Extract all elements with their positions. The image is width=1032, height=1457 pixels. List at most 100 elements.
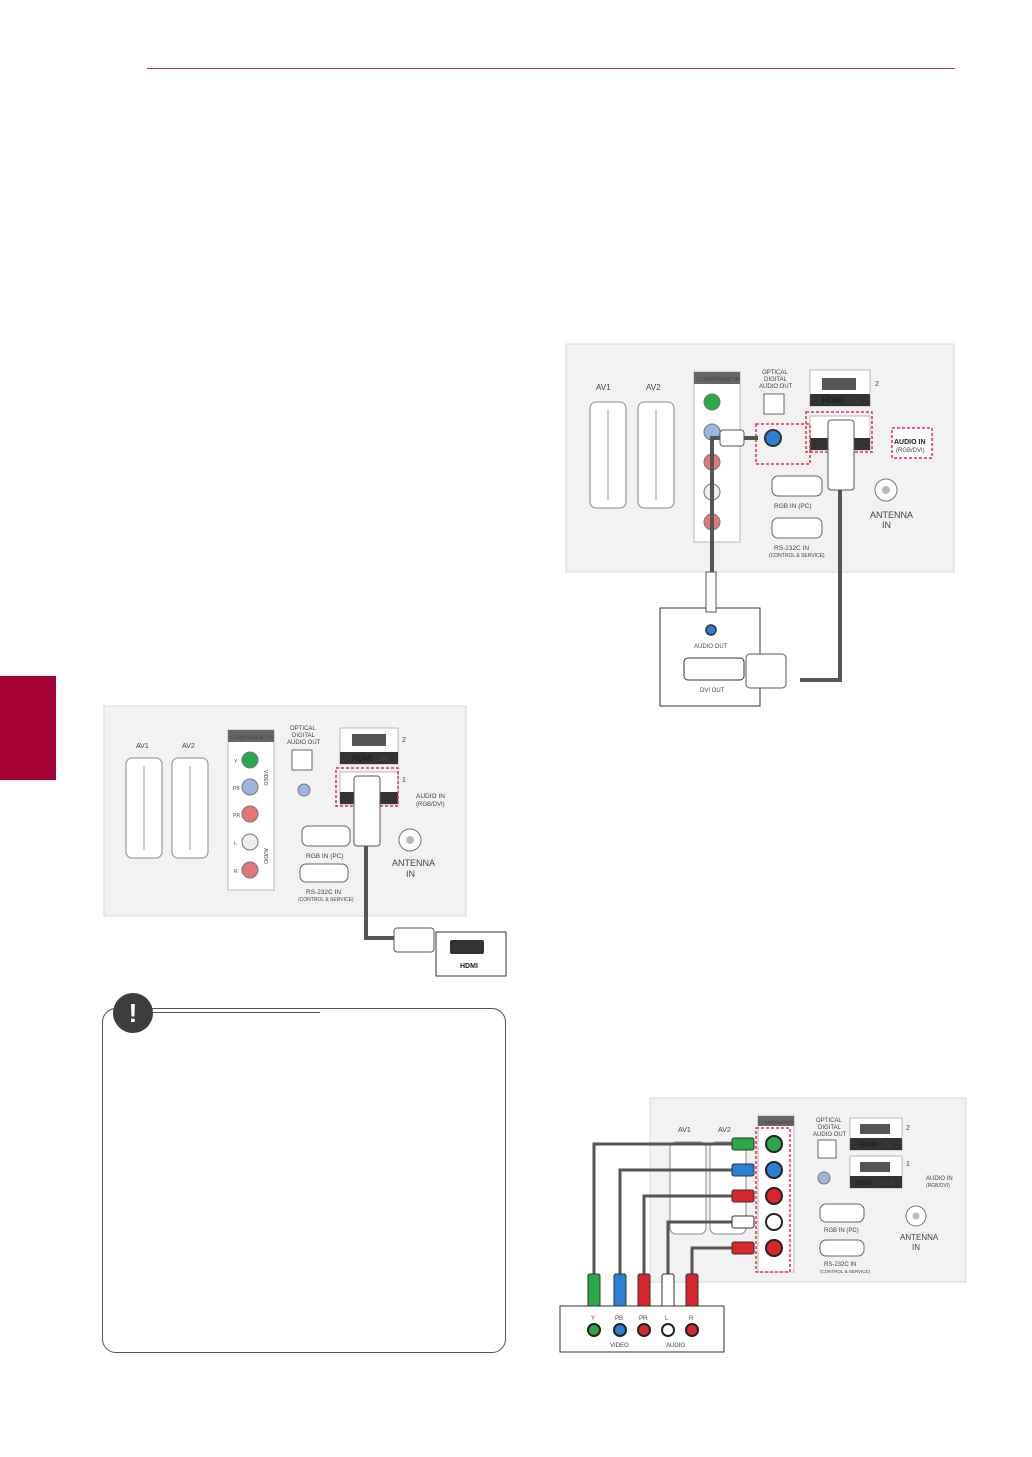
antenna-label-2: IN xyxy=(882,520,891,530)
optical-port xyxy=(763,393,785,415)
header-rule xyxy=(147,68,955,69)
device-y-jack xyxy=(587,1323,601,1337)
device-pb-jack xyxy=(613,1323,627,1337)
video-bracket-label: VIDEO xyxy=(262,770,268,786)
component-connection-diagram: AV1 AV2 COMPONENT IN OPTICAL DIGITAL AUD… xyxy=(559,1097,967,1353)
audio-in-jack xyxy=(297,783,311,797)
pr-jack xyxy=(241,805,259,823)
component-in-label: COMPONENT IN xyxy=(759,1120,794,1125)
dvi-out-label: DVI OUT xyxy=(700,688,725,694)
pr-cable xyxy=(642,1194,754,1274)
tv-back-panel xyxy=(565,343,955,573)
pr-plug-tv xyxy=(731,1189,755,1203)
optical-label-3: AUDIO OUT xyxy=(287,740,321,746)
rs232-sub-label: (CONTROL & SERVICE) xyxy=(298,897,354,903)
rgb-in-label: RGB IN (PC) xyxy=(824,1228,859,1234)
audio-in-label: AUDIO IN xyxy=(926,1176,953,1182)
y-jack xyxy=(703,393,721,411)
hdmi-connection-diagram: AV1 AV2 COMPONENT IN Y PB PR L R VIDEO A… xyxy=(103,705,507,977)
hdmi-logo: HDMI xyxy=(352,754,372,763)
antenna-label-2: IN xyxy=(912,1243,920,1252)
l-cable xyxy=(666,1220,754,1274)
pb-cable xyxy=(618,1168,754,1274)
optical-label-2: DIGITAL xyxy=(292,733,316,739)
pr-label: PR xyxy=(233,813,240,819)
hdmi-port-1-number: 1 xyxy=(906,1161,910,1168)
audio-in-sub-label: (RGB/DVI) xyxy=(416,802,445,808)
av1-label: AV1 xyxy=(596,383,611,392)
pr-jack xyxy=(765,1187,783,1205)
tv-back-panel xyxy=(103,705,467,917)
device-l-label: L xyxy=(665,1316,669,1322)
r-jack xyxy=(241,861,259,879)
rs232-sub-label: (CONTROL & SERVICE) xyxy=(769,553,825,559)
optical-label-2: DIGITAL xyxy=(818,1125,842,1131)
rs232-label: RS-232C IN xyxy=(774,545,809,552)
audio-out-jack xyxy=(705,624,717,636)
optical-label-2: DIGITAL xyxy=(764,377,788,383)
dvi-out-port xyxy=(683,657,745,681)
rgb-in-port xyxy=(819,1203,865,1223)
optical-label-1: OPTICAL xyxy=(816,1118,842,1124)
l-jack xyxy=(765,1213,783,1231)
antenna-label-1: ANTENNA xyxy=(870,510,913,520)
device-video-label: VIDEO xyxy=(610,1343,629,1349)
rs232-port xyxy=(299,863,349,883)
hdmi-port-1-number: 1 xyxy=(402,777,406,784)
r-label: R xyxy=(234,869,238,875)
rgb-in-port xyxy=(301,825,351,847)
device-hdmi-port xyxy=(450,940,484,954)
av1-label: AV1 xyxy=(678,1127,691,1134)
dvi-cable xyxy=(800,450,842,682)
av1-scart-port xyxy=(669,1141,707,1235)
device-audio-label: AUDIO xyxy=(666,1343,685,1349)
audio-in-sub-label: (RGB/DVI) xyxy=(896,448,925,454)
dvi-plug-device xyxy=(745,653,787,689)
device-hdmi-label: HDMI xyxy=(460,963,478,970)
y-jack xyxy=(241,751,259,769)
rgb-in-label: RGB IN (PC) xyxy=(774,503,812,510)
hdmi-plug-tv xyxy=(827,419,855,491)
l-label: L xyxy=(234,841,237,847)
note-box xyxy=(102,1008,506,1353)
device-pr-label: PR xyxy=(639,1316,648,1322)
r-plug-tv xyxy=(731,1241,755,1255)
device-y-label: Y xyxy=(591,1316,595,1322)
component-in-label: COMPONENT IN xyxy=(231,735,274,741)
dvi-connection-diagram: AV1 AV2 COMPONENT IN OPTICAL DIGITAL AUD… xyxy=(565,343,955,707)
component-in-label: COMPONENT IN xyxy=(697,377,740,383)
hdmi-1-logo: HDMI xyxy=(855,1180,872,1187)
pb-jack xyxy=(241,778,259,796)
note-title-rule xyxy=(152,1012,320,1013)
pb-plug-tv xyxy=(731,1163,755,1177)
device-l-jack xyxy=(661,1323,675,1337)
hdmi-highlight xyxy=(805,411,873,453)
rs232-port xyxy=(771,517,823,539)
optical-label-3: AUDIO OUT xyxy=(759,384,793,390)
hdmi-in-label: IN xyxy=(380,754,388,763)
hdmi-cable xyxy=(364,822,396,940)
rs232-sub-label: (CONTROL & SERVICE) xyxy=(820,1269,871,1274)
y-cable xyxy=(592,1142,754,1274)
audio-plug-tv xyxy=(719,429,745,447)
audio-in-label: AUDIO IN xyxy=(416,793,445,800)
antenna-label-2: IN xyxy=(406,869,415,879)
optical-label-1: OPTICAL xyxy=(290,726,316,732)
device-r-jack xyxy=(685,1323,699,1337)
audio-out-label: AUDIO OUT xyxy=(694,644,728,650)
rs232-port xyxy=(819,1239,865,1257)
hdmi-dvi-in-label: / DVI IN xyxy=(876,1181,895,1187)
pb-jack xyxy=(765,1161,783,1179)
optical-label-3: AUDIO OUT xyxy=(813,1132,847,1138)
av2-label: AV2 xyxy=(182,743,195,750)
pc-device-box xyxy=(659,607,761,707)
l-jack xyxy=(241,833,259,851)
optical-label-1: OPTICAL xyxy=(762,370,788,376)
audio-in-jack xyxy=(764,429,782,447)
hdmi-in-label: IN xyxy=(850,396,858,405)
device-pb-label: PB xyxy=(615,1316,623,1322)
hdmi-logo: HDMI xyxy=(859,1142,877,1149)
pb-label: PB xyxy=(233,786,240,792)
hdmi-port-2-number: 2 xyxy=(875,381,879,388)
y-jack xyxy=(765,1135,783,1153)
